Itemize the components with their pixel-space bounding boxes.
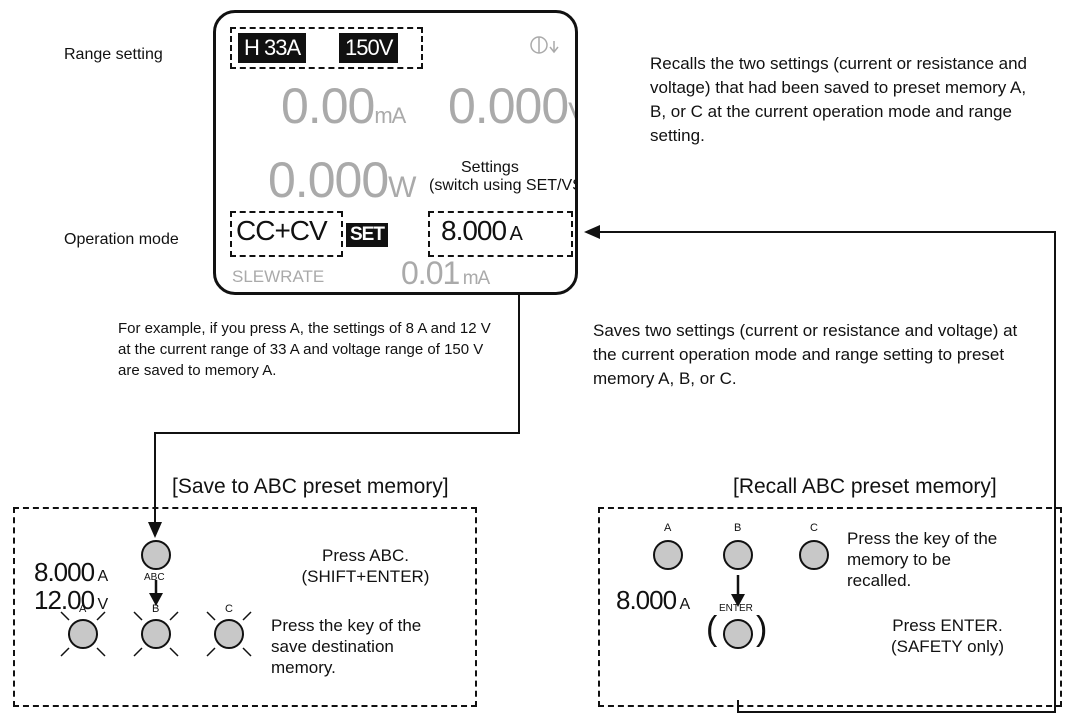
slewrate-value: 0.01 xyxy=(401,255,460,291)
range-setting-box xyxy=(230,27,423,69)
recall-key-c[interactable] xyxy=(799,540,829,570)
operation-mode-value: CC+CV xyxy=(236,215,328,246)
set-badge: SET xyxy=(346,223,388,247)
save-unit-voltage: V xyxy=(97,596,109,613)
recall-path-line xyxy=(600,231,1056,713)
setting-value: 8.000 xyxy=(441,215,507,246)
save-panel-title: [Save to ABC preset memory] xyxy=(172,475,449,498)
save-step2-text: Press the key of the save destination me… xyxy=(271,616,422,677)
save-path-line xyxy=(154,262,520,527)
recall-panel-title: [Recall ABC preset memory] xyxy=(733,475,997,498)
save-key-b-label: B xyxy=(152,603,160,615)
slewrate-unit: mA xyxy=(462,268,490,289)
save-step1-text: Press ABC. (SHIFT+ENTER) xyxy=(301,546,430,586)
recall-step1-text: Press the key of the memory to be recall… xyxy=(847,529,998,590)
recall-key-b-label: B xyxy=(734,522,742,534)
example-note: For example, if you press A, the setting… xyxy=(118,320,491,379)
key-glow-rays xyxy=(60,611,252,657)
save-unit-current: A xyxy=(97,568,109,585)
save-key-a[interactable] xyxy=(68,619,98,649)
abc-down-arrow xyxy=(149,593,163,606)
save-key-c[interactable] xyxy=(214,619,244,649)
recall-key-a[interactable] xyxy=(653,540,683,570)
recall-value: 8.000 xyxy=(616,585,677,615)
current-reading: 0.00 xyxy=(281,78,375,134)
save-description: Saves two settings (current or resistanc… xyxy=(593,321,1018,388)
power-reading: 0.000 xyxy=(268,152,389,208)
recall-key-b[interactable] xyxy=(723,540,753,570)
save-path-arrowhead xyxy=(148,522,162,538)
current-unit: mA xyxy=(374,103,406,128)
power-unit: W xyxy=(388,171,416,204)
recall-unit: A xyxy=(679,596,691,613)
range-current-badge: H 33A xyxy=(238,33,307,63)
abc-key-label: ABC xyxy=(144,572,165,583)
recall-step2-text: Press ENTER. (SAFETY only) xyxy=(890,616,1005,656)
setting-value-box xyxy=(428,211,573,257)
operation-mode-box xyxy=(230,211,343,257)
lcd-display: H 33A 150V 0.00mA 0.000V 0.000W Settings… xyxy=(213,10,578,295)
recall-key-c-label: C xyxy=(810,522,818,534)
save-key-c-label: C xyxy=(225,603,233,615)
abc-key[interactable] xyxy=(141,540,171,570)
recall-key-a-label: A xyxy=(664,522,672,534)
save-value-current: 8.000 xyxy=(34,557,95,587)
enter-key-label: ENTER xyxy=(719,603,753,614)
output-status-icon xyxy=(530,36,559,54)
recall-path-arrowhead xyxy=(584,225,600,239)
enter-key-paren-right: ) xyxy=(756,610,768,648)
range-setting-label: Range setting xyxy=(64,46,163,63)
save-key-b[interactable] xyxy=(141,619,171,649)
recall-panel xyxy=(598,507,1062,707)
save-value-voltage: 12.00 xyxy=(34,585,95,615)
slewrate-label: SLEWRATE xyxy=(232,267,325,286)
save-panel xyxy=(13,507,477,707)
range-voltage-badge: 150V xyxy=(339,33,399,63)
operation-mode-label: Operation mode xyxy=(64,231,179,248)
voltage-unit: V xyxy=(568,97,575,130)
enter-key[interactable] xyxy=(723,619,753,649)
recall-description: Recalls the two settings (current or res… xyxy=(650,54,1028,145)
recall-down-arrow xyxy=(731,594,745,607)
save-key-a-label: A xyxy=(79,603,87,615)
voltage-reading: 0.000 xyxy=(448,78,569,134)
enter-key-paren-left: ( xyxy=(706,610,718,648)
setting-unit: A xyxy=(509,223,523,245)
